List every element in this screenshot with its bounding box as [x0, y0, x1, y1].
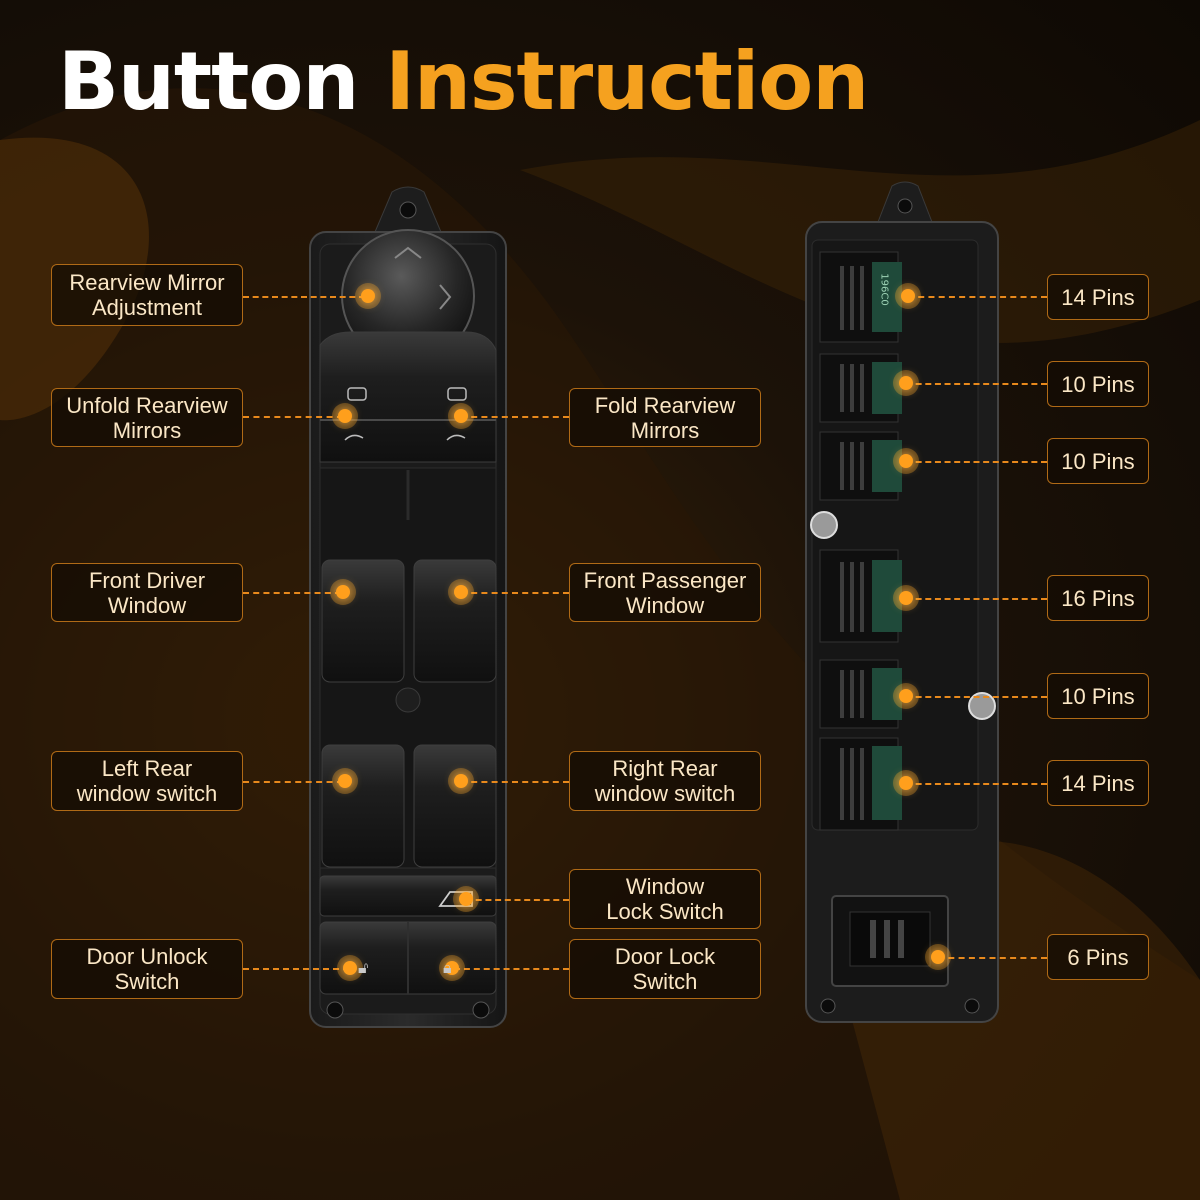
dot-connector-1 — [895, 283, 921, 309]
title-word-button: Button — [58, 35, 359, 128]
dot-connector-2 — [893, 370, 919, 396]
leader-pins-7 — [938, 957, 1047, 959]
label-left-rear-window-switch: Left Rear window switch — [51, 751, 243, 811]
dot-window-lock-icon — [453, 886, 479, 912]
dot-unfold-mirror-icon — [332, 403, 358, 429]
leader-mirror-adjust — [243, 296, 365, 298]
unlock-icon: 🔓︎ — [358, 958, 369, 977]
leader-pins-6 — [906, 783, 1047, 785]
label-pins-connector-5: 10 Pins — [1047, 673, 1149, 719]
leader-door-unlock — [243, 968, 349, 970]
label-front-passenger-window: Front Passenger Window — [569, 563, 761, 622]
dot-left-rear-window-icon — [332, 768, 358, 794]
label-rearview-mirror-adjustment: Rearview Mirror Adjustment — [51, 264, 243, 326]
label-pins-connector-4: 16 Pins — [1047, 575, 1149, 621]
dot-connector-6 — [893, 770, 919, 796]
label-pins-connector-6: 14 Pins — [1047, 760, 1149, 806]
lock-icon: 🔒︎ — [443, 958, 452, 977]
leader-pins-2 — [906, 383, 1047, 385]
dot-mirror-joystick-icon — [355, 283, 381, 309]
label-front-driver-window: Front Driver Window — [51, 563, 243, 622]
leader-front-driver — [243, 592, 341, 594]
label-window-lock-switch: Window Lock Switch — [569, 869, 761, 929]
dot-lock-icon — [439, 955, 465, 981]
page-title: Button Instruction — [58, 35, 869, 128]
dot-connector-5 — [893, 683, 919, 709]
dot-connector-4 — [893, 585, 919, 611]
title-word-instruction: Instruction — [385, 35, 869, 128]
leader-pins-4 — [906, 598, 1047, 600]
label-fold-rearview-mirrors: Fold Rearview Mirrors — [569, 388, 761, 447]
pcb-marking: 196C0 — [878, 273, 890, 306]
leader-unfold-mirrors — [243, 416, 343, 418]
leader-pins-5 — [906, 696, 1047, 698]
label-pins-connector-2: 10 Pins — [1047, 361, 1149, 407]
dot-unlock-icon — [337, 955, 363, 981]
label-right-rear-window-switch: Right Rear window switch — [569, 751, 761, 811]
dot-front-driver-window-icon — [330, 579, 356, 605]
dot-connector-3 — [893, 448, 919, 474]
dot-front-passenger-window-icon — [448, 579, 474, 605]
label-pins-connector-1: 14 Pins — [1047, 274, 1149, 320]
label-door-unlock-switch: Door Unlock Switch — [51, 939, 243, 999]
leader-pins-1 — [908, 296, 1047, 298]
label-pins-connector-3: 10 Pins — [1047, 438, 1149, 484]
dot-right-rear-window-icon — [448, 768, 474, 794]
leader-door-lock — [454, 968, 569, 970]
dot-connector-7 — [925, 944, 951, 970]
label-door-lock-switch: Door Lock Switch — [569, 939, 761, 999]
leader-fold-mirrors — [461, 416, 569, 418]
label-unfold-rearview-mirrors: Unfold Rearview Mirrors — [51, 388, 243, 447]
leader-window-lock — [466, 899, 569, 901]
label-pins-connector-7: 6 Pins — [1047, 934, 1149, 980]
leader-pins-3 — [906, 461, 1047, 463]
leader-left-rear — [243, 781, 343, 783]
leader-front-passenger — [461, 592, 569, 594]
dot-fold-mirror-icon — [448, 403, 474, 429]
leader-right-rear — [461, 781, 569, 783]
